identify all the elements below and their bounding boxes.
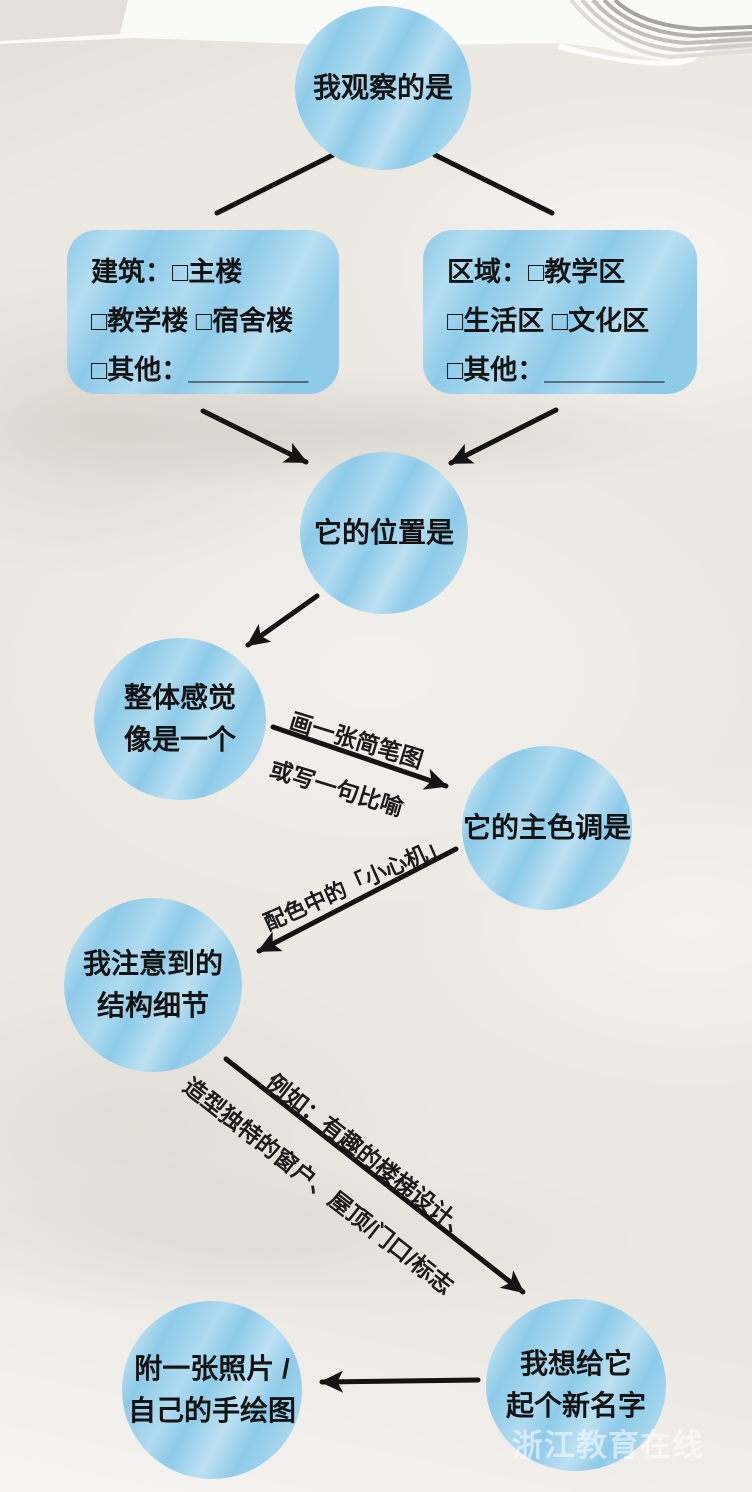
arrow-newname-to-photo (319, 1370, 481, 1393)
watermark-text: 浙江教育在线 (512, 1428, 704, 1463)
node-observe: 我观察的是 (295, 6, 471, 170)
node-feeling: 整体感觉 像是一个 (94, 638, 266, 800)
node-photo-line: 自己的手绘图 (127, 1395, 296, 1426)
building-option-line: □其他：________ (91, 355, 309, 385)
area-option-line: □生活区 □文化区 (447, 306, 650, 336)
arrow-building-to-location (200, 408, 309, 465)
area-option-line: □其他：________ (447, 355, 665, 385)
area-option-line: 区域：□教学区 (447, 257, 626, 287)
arrow-area-to-location (448, 407, 559, 466)
node-structure-line: 我注意到的 (82, 948, 223, 979)
node-photo-line: 附一张照片 / (134, 1353, 290, 1384)
node-structure-line: 结构细节 (96, 990, 209, 1021)
node-photo: 附一张照片 / 自己的手绘图 (122, 1301, 302, 1479)
edge-label-palette: 配色中的「小心机」 (260, 832, 452, 936)
node-new-name-line: 起个新名字 (505, 1390, 646, 1421)
node-observe-label: 我观察的是 (312, 72, 453, 103)
node-feeling-line: 像是一个 (123, 724, 236, 755)
arrow-location-to-feeling (245, 593, 320, 648)
building-option-line: □教学楼 □宿舍楼 (91, 306, 294, 336)
node-location: 它的位置是 (300, 452, 468, 614)
node-main-color-label: 它的主色调是 (462, 812, 631, 843)
node-new-name: 我想给它 起个新名字 (486, 1299, 666, 1471)
line-observe-to-building (214, 152, 336, 216)
box-area-options: 区域：□教学区 □生活区 □文化区 □其他：________ (423, 230, 697, 394)
node-main-color: 它的主色调是 (462, 746, 632, 910)
building-option-line: 建筑：□主楼 (91, 257, 243, 287)
node-structure-details: 我注意到的 结构细节 (64, 898, 242, 1072)
node-location-label: 它的位置是 (313, 517, 454, 548)
line-observe-to-area (432, 152, 555, 216)
node-feeling-line: 整体感觉 (123, 682, 236, 713)
box-building-options: 建筑：□主楼 □教学楼 □宿舍楼 □其他：________ (67, 230, 339, 394)
node-new-name-line: 我想给它 (519, 1348, 632, 1379)
